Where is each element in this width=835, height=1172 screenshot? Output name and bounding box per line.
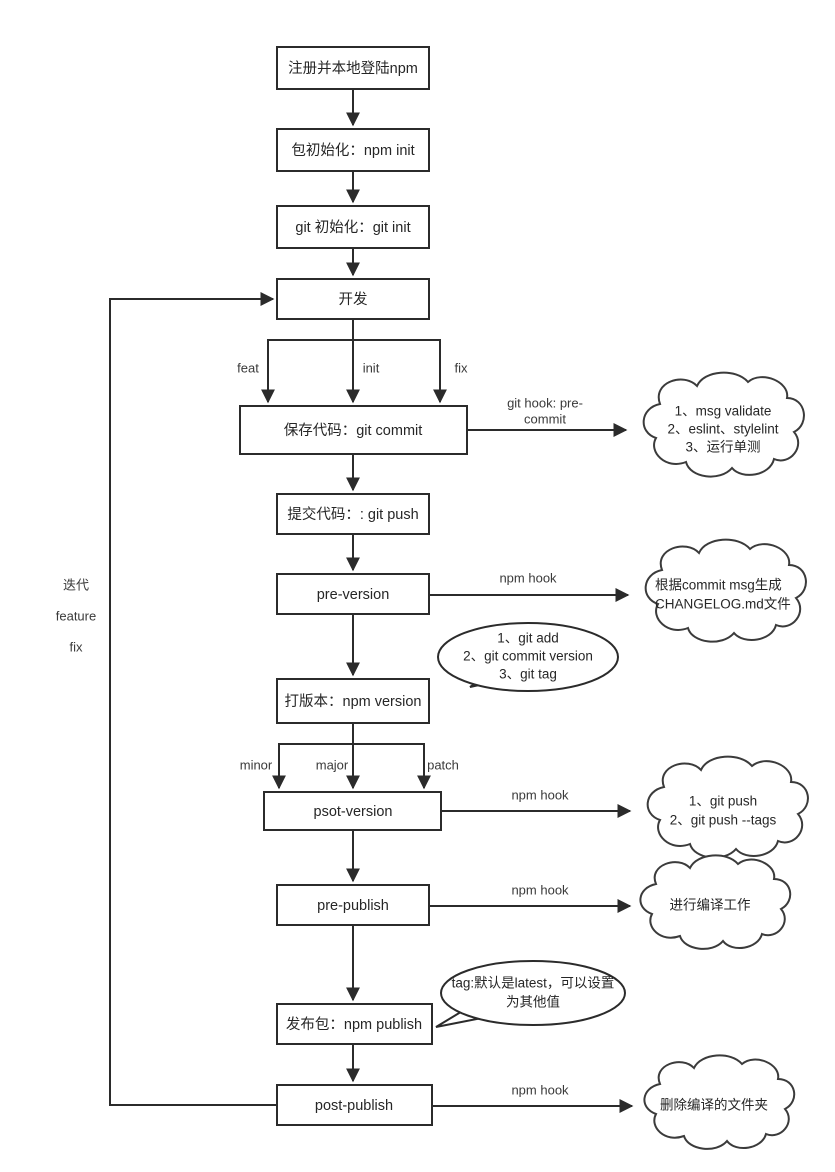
edge-branch-patch [353,743,431,790]
node-label: post-publish [315,1098,393,1114]
node-label: 保存代码：git commit [284,422,423,439]
node-register[interactable]: 注册并本地登陆npm [276,46,430,90]
node-box[interactable] [276,493,430,535]
bubble-line: tag:默认是latest，可以设置 [452,976,615,991]
edge-label-loop-fix: fix [70,639,84,654]
node-npm-publish[interactable]: 发布包：npm publish [276,1003,433,1045]
node-box[interactable] [276,205,430,249]
node-label: 开发 [339,291,368,308]
cloud-gitpush: 1、git push 2、git push --tags [646,755,809,859]
node-psot-version[interactable]: psot-version [263,791,442,831]
node-post-publish[interactable]: post-publish [276,1084,433,1126]
cloud-precommit: 1、msg validate 2、eslint、stylelint 3、运行单测 [642,371,805,478]
edge-label-loop-iterate: 迭代 [63,577,89,592]
node-git-init[interactable]: git 初始化：git init [276,205,430,249]
node-box[interactable] [276,678,430,724]
edge-loop-postpublish-to-develop [109,292,277,1106]
edge-label-npm-hook-3: npm hook [511,882,569,897]
node-label: psot-version [314,804,393,820]
cloud-compile: 进行编译工作 [639,854,792,950]
feedback-loop-edge: 迭代 feature fix [56,292,277,1106]
node-box[interactable] [276,46,430,90]
cloud-shape [642,371,805,478]
node-box[interactable] [276,278,430,320]
node-box[interactable] [263,791,442,831]
cloud-line: 2、git push --tags [670,813,777,828]
node-box[interactable] [239,405,468,455]
node-box[interactable] [276,884,430,926]
node-box[interactable] [276,1003,433,1045]
node-label: 发布包：npm publish [286,1016,422,1033]
cloud-line: 1、msg validate [675,404,772,419]
node-box[interactable] [276,128,430,172]
hook-edges: git hook: pre- commit npm hook npm hook … [429,395,634,1113]
edge-branch-minor [272,723,354,790]
edge-label-git-hook-precommit-line2: commit [524,411,566,426]
cloud-shape [643,1054,796,1150]
cloud-shape [644,538,807,643]
edge-label-init: init [363,360,380,375]
node-label: pre-publish [317,898,389,914]
cloud-shape [646,755,809,859]
cloud-line: 1、git push [689,794,757,809]
bubble-shape [440,960,626,1026]
bubble-shape [437,622,619,692]
node-npm-init[interactable]: 包初始化：npm init [276,128,430,172]
cloud-line: 进行编译工作 [670,898,751,913]
edge-branch-fix [353,339,447,404]
cloud-line: 3、运行单测 [685,440,760,455]
edge-label-loop-feature: feature [56,608,96,623]
node-develop[interactable]: 开发 [276,278,430,320]
cloud-line: 2、eslint、stylelint [667,422,778,437]
bubble-line: 1、git add [497,631,559,646]
edge-label-feat: feat [237,360,259,375]
node-label: 打版本：npm version [285,693,422,710]
edge-label-npm-hook-4: npm hook [511,1082,569,1097]
node-box[interactable] [276,1084,433,1126]
edge-label-minor: minor [240,757,273,772]
cloud-changelog: 根据commit msg生成 CHANGELOG.md文件 [644,538,807,643]
edge-label-npm-hook-1: npm hook [499,570,557,585]
bubble-publish-tag: tag:默认是latest，可以设置 为其他值 [435,960,626,1028]
node-pre-version[interactable]: pre-version [276,573,430,615]
node-label: pre-version [317,587,390,603]
node-label: 注册并本地登陆npm [288,60,418,77]
edge-label-fix: fix [455,360,469,375]
cloud-line: 根据commit msg生成 [655,578,782,593]
node-git-push[interactable]: 提交代码：: git push [276,493,430,535]
cloud-cleanup: 删除编译的文件夹 [643,1054,796,1150]
bubble-line: 3、git tag [499,667,557,682]
node-label: 包初始化：npm init [291,142,414,159]
bubble-line: 2、git commit version [463,649,593,664]
node-label: git 初始化：git init [295,219,410,236]
node-box[interactable] [276,573,430,615]
edge-label-npm-hook-2: npm hook [511,787,569,802]
node-npm-version[interactable]: 打版本：npm version [276,678,430,724]
cloud-line: 删除编译的文件夹 [660,1098,768,1113]
cloud-shape [639,854,792,950]
bubble-line: 为其他值 [506,995,560,1010]
edge-label-major: major [316,757,349,772]
node-label: 提交代码：: git push [287,505,418,523]
edge-label-patch: patch [427,757,459,772]
edge-label-git-hook-precommit-line1: git hook: pre- [507,395,583,410]
cloud-line: CHANGELOG.md文件 [655,597,791,612]
node-git-commit[interactable]: 保存代码：git commit [239,405,468,455]
node-pre-publish[interactable]: pre-publish [276,884,430,926]
develop-branch-edges: feat init fix [237,319,469,404]
edge-branch-feat [261,319,354,404]
version-branch-edges: minor major patch [240,723,459,790]
bubble-version-steps: 1、git add 2、git commit version 3、git tag [437,622,619,692]
